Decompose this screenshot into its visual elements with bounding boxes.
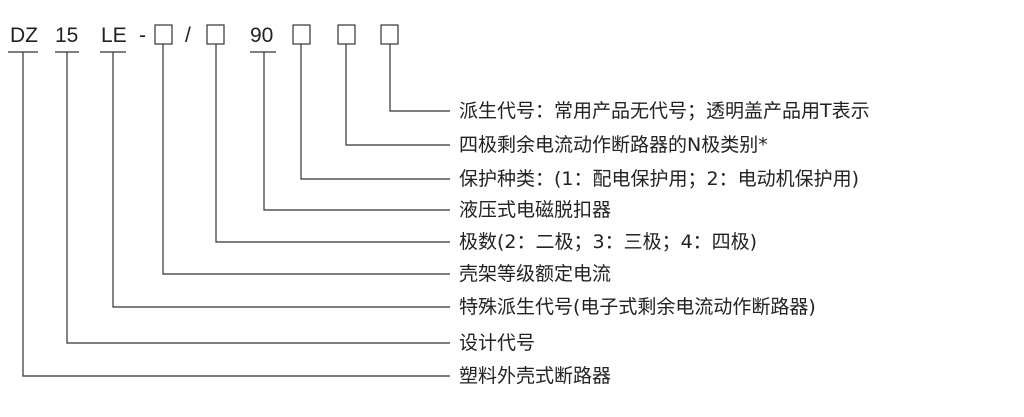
placeholder-box-rated-current xyxy=(154,24,173,45)
label-design-code: 设计代号 xyxy=(459,332,535,354)
leader-line-poles xyxy=(215,44,450,243)
code-dz: DZ xyxy=(10,24,38,47)
leader-line-design-code xyxy=(66,52,450,344)
label-frame-current: 壳架等级额定电流 xyxy=(459,263,611,285)
leader-line-n-pole xyxy=(345,44,450,146)
placeholder-box-derivative-code xyxy=(380,24,399,45)
label-n-pole-type: 四极剩余电流动作断路器的N极类别* xyxy=(459,134,768,156)
label-derivative-code: 派生代号：常用产品无代号；透明盖产品用T表示 xyxy=(459,100,870,122)
placeholder-box-n-pole-type xyxy=(337,24,356,45)
label-hydraulic-trip: 液压式电磁脱扣器 xyxy=(459,199,611,221)
placeholder-box-protection-type xyxy=(292,24,311,45)
code-15: 15 xyxy=(55,24,78,47)
leader-line-special-derivative xyxy=(112,52,450,308)
leader-line-derivative xyxy=(389,44,450,112)
leader-line-frame-current xyxy=(162,44,450,275)
label-special-derivative: 特殊派生代号(电子式剩余电流动作断路器) xyxy=(459,296,816,318)
label-protection-type: 保护种类：(1：配电保护用；2：电动机保护用) xyxy=(459,168,859,190)
leader-line-hydraulic xyxy=(263,52,450,211)
code-slash: / xyxy=(185,24,191,47)
placeholder-box-poles xyxy=(206,24,225,45)
code-dash: - xyxy=(139,24,146,47)
code-90: 90 xyxy=(250,24,273,47)
leader-line-protection xyxy=(300,44,450,180)
label-poles: 极数(2：二极；3：三极；4：四极) xyxy=(459,231,757,253)
code-le: LE xyxy=(101,24,127,47)
label-product-type: 塑料外壳式断路器 xyxy=(459,365,611,387)
leader-line-product-type xyxy=(22,52,450,377)
